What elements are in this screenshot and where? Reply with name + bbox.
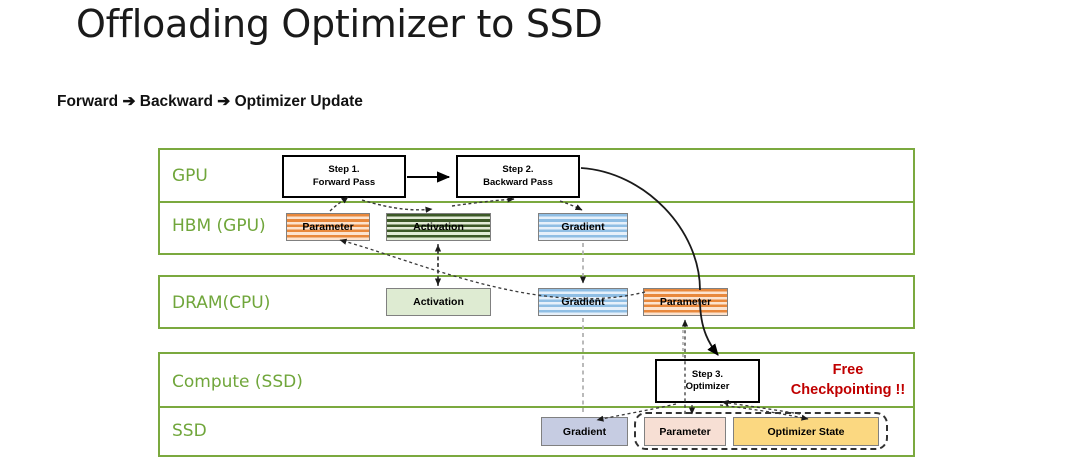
band-label-ssd: SSD — [172, 421, 207, 441]
step-3-line-1: Step 3. — [691, 368, 724, 380]
step-1-line-1: Step 1. — [328, 164, 360, 176]
step-3-line-2: Optimizer — [685, 381, 730, 392]
chip-ssd-optimizer-state-label: Optimizer State — [767, 425, 845, 438]
chip-hbm-parameter[interactable]: Parameter — [286, 213, 370, 241]
chip-hbm-gradient[interactable]: Gradient — [538, 213, 628, 241]
band-divider-gpu-hbm — [158, 201, 915, 203]
free-checkpointing-line-2: Checkpointing !! — [790, 381, 906, 398]
step-2-backward-pass-box[interactable]: Step 2. Backward Pass — [456, 155, 580, 198]
chip-hbm-parameter-label: Parameter — [302, 221, 354, 233]
band-group-compute-ssd — [158, 352, 915, 457]
chip-hbm-activation[interactable]: Activation — [386, 213, 491, 241]
step-1-forward-pass-box[interactable]: Step 1. Forward Pass — [282, 155, 406, 198]
band-label-dram: DRAM(CPU) — [172, 293, 271, 313]
chip-dram-activation-label: Activation — [413, 296, 464, 308]
step-3-optimizer-box[interactable]: Step 3. Optimizer — [655, 359, 760, 403]
pipeline-subtitle: Forward ➔ Backward ➔ Optimizer Update — [57, 93, 363, 110]
step-2-line-2: Backward Pass — [483, 176, 553, 188]
chip-ssd-parameter-label: Parameter — [659, 425, 711, 438]
step-1-line-2: Forward Pass — [312, 176, 376, 188]
chip-dram-gradient-label: Gradient — [561, 296, 605, 308]
chip-ssd-parameter[interactable]: Parameter — [644, 417, 726, 446]
band-group-dram — [158, 275, 915, 329]
chip-dram-parameter[interactable]: Parameter — [643, 288, 728, 316]
chip-dram-gradient[interactable]: Gradient — [538, 288, 628, 316]
chip-dram-activation[interactable]: Activation — [386, 288, 491, 316]
band-label-hbm: HBM (GPU) — [172, 216, 266, 236]
band-label-compute-ssd: Compute (SSD) — [172, 372, 303, 392]
chip-dram-parameter-label: Parameter — [659, 296, 712, 308]
chip-ssd-optimizer-state[interactable]: Optimizer State — [733, 417, 879, 446]
band-divider-compute-ssd — [158, 406, 915, 408]
free-checkpointing-line-1: Free — [832, 362, 864, 378]
step-2-line-1: Step 2. — [502, 164, 534, 176]
chip-hbm-activation-label: Activation — [413, 221, 464, 233]
page-title: Offloading Optimizer to SSD — [76, 2, 603, 46]
chip-ssd-gradient[interactable]: Gradient — [541, 417, 628, 446]
free-checkpointing-note: Free Checkpointing !! — [778, 361, 918, 400]
band-label-gpu: GPU — [172, 166, 208, 186]
chip-ssd-gradient-label: Gradient — [562, 425, 607, 438]
chip-hbm-gradient-label: Gradient — [561, 221, 605, 233]
